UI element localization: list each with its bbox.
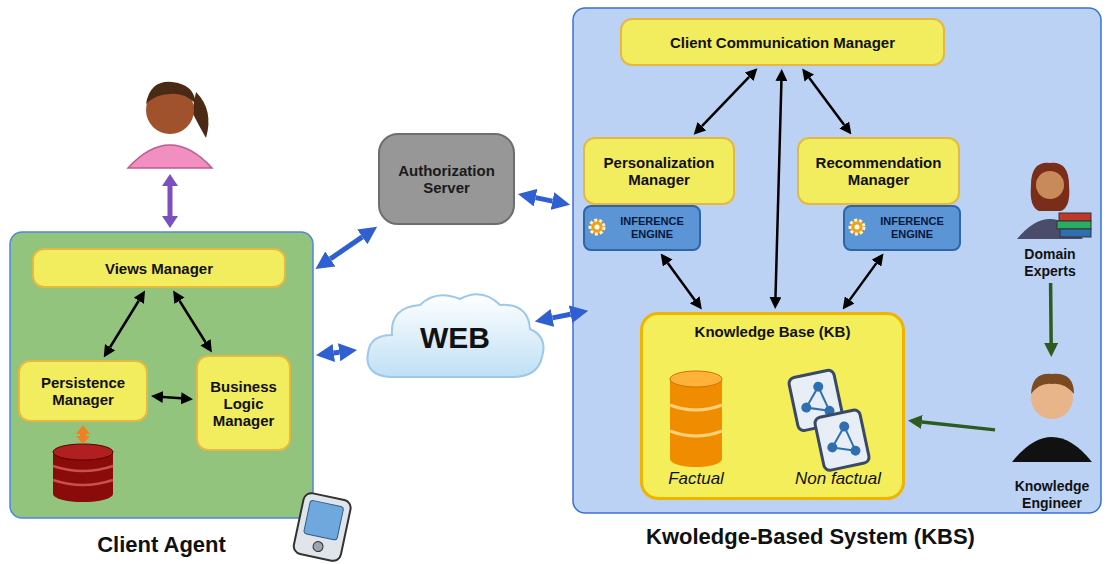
views-box: Views Manager — [32, 248, 286, 288]
personalization-box: Personalization Manager — [583, 137, 735, 205]
node-label: WEB — [420, 321, 490, 355]
inference-box: INFERENCE ENGINE — [843, 205, 961, 251]
connector-arrow — [809, 78, 844, 125]
connector-arrow — [1049, 283, 1053, 343]
connector-arrow — [775, 81, 781, 297]
business-logic-box: Business Logic Manager — [196, 355, 291, 451]
phone-icon — [292, 492, 352, 563]
knowledge-base-box: Knowledge Base (KB) Factual Non factual — [640, 312, 905, 500]
web-cloud: WEB — [360, 285, 550, 390]
recommendation-box: Recommendation Manager — [797, 137, 960, 205]
label-slot: Kwoledge-Based System (KBS) — [573, 524, 1048, 550]
node-label: INFERENCE ENGINE — [609, 215, 695, 240]
kbs-box: Kwoledge-Based System (KBS)Client Commun… — [573, 8, 1101, 513]
connector-arrow — [330, 237, 362, 259]
node-label: Client Agent — [10, 532, 313, 558]
node-label: Knowledge Base (KB) — [643, 323, 902, 340]
domain-experts: Domain Experts — [1005, 155, 1095, 280]
container-ground — [573, 8, 1101, 513]
node-label: Non factual — [773, 469, 903, 489]
client-agent-box: Client AgentViews ManagerPersistence Man… — [10, 232, 313, 518]
user-arrow — [162, 174, 178, 228]
auth-server-box: Authorization Server — [378, 133, 515, 225]
node-label: Domain Experts — [1005, 246, 1095, 280]
connector-arrow — [850, 263, 877, 300]
engineer-icon — [998, 360, 1106, 465]
comm-manager-box: Client Communication Manager — [620, 18, 945, 66]
inference-box: INFERENCE ENGINE — [583, 205, 701, 251]
gear-icon — [845, 207, 867, 247]
connector-arrow — [668, 263, 695, 300]
node-label: INFERENCE ENGINE — [869, 215, 955, 240]
node-label: Authorization Server — [386, 162, 507, 196]
knowledge-engineer: Knowledge Engineer — [998, 360, 1106, 512]
connector-arrow — [536, 198, 553, 202]
node-label: Recommendation Manager — [805, 154, 952, 188]
user-icon — [128, 82, 212, 168]
connector-arrow — [163, 397, 181, 398]
label-slot: Knowledge Base (KB) — [643, 323, 902, 340]
node-label: Views Manager — [105, 260, 213, 277]
local-database-icon — [53, 425, 113, 502]
label-slot: Client Agent — [10, 532, 313, 558]
node-label: Kwoledge-Based System (KBS) — [573, 524, 1048, 550]
connector-arrow — [334, 350, 339, 356]
label-slot: Non factual — [773, 469, 903, 489]
label-slot: Factual — [646, 469, 746, 489]
node-label: Business Logic Manager — [204, 378, 283, 429]
connector-arrow — [552, 314, 570, 318]
persistence-box: Persistence Manager — [18, 360, 148, 422]
gear-icon — [585, 207, 607, 247]
connector-arrow — [179, 301, 205, 343]
node-label: Factual — [646, 469, 746, 489]
connector-arrow — [110, 301, 139, 347]
node-label: Client Communication Manager — [670, 34, 895, 51]
container-ground — [10, 232, 313, 518]
connector-arrow — [702, 77, 749, 126]
node-label: Knowledge Engineer — [998, 478, 1106, 512]
node-label: Persistence Manager — [26, 374, 140, 408]
expert-icon — [1005, 155, 1095, 240]
node-label: Personalization Manager — [591, 154, 727, 188]
connector-arrow — [922, 422, 995, 430]
